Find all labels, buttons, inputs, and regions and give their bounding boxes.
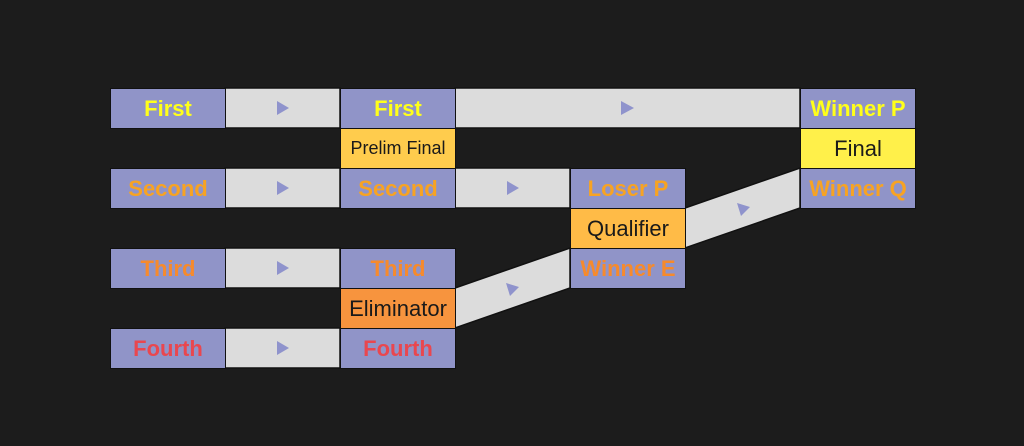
match-final: Final [800, 128, 916, 169]
elim-fourth: Fourth [340, 328, 456, 369]
prelim-second: Second [340, 168, 456, 209]
qual-loser-p: Loser P [570, 168, 686, 209]
match-qualifier: Qualifier [570, 208, 686, 249]
seed-first: First [110, 88, 226, 129]
match-eliminator: Eliminator [340, 288, 456, 329]
seed-third: Third [110, 248, 226, 289]
arrow-icon [277, 261, 289, 275]
arrow-icon [737, 203, 750, 216]
match-prelim-final: Prelim Final [340, 128, 456, 169]
final-winner-q: Winner Q [800, 168, 916, 209]
arrow-icon [507, 181, 519, 195]
prelim-first: First [340, 88, 456, 129]
seed-fourth: Fourth [110, 328, 226, 369]
arrow-icon [277, 341, 289, 355]
elim-third: Third [340, 248, 456, 289]
seed-second: Second [110, 168, 226, 209]
arrow-icon [621, 101, 634, 115]
qual-winner-e: Winner E [570, 248, 686, 289]
arrow-icon [506, 283, 519, 296]
final-winner-p: Winner P [800, 88, 916, 129]
arrow-icon [277, 181, 289, 195]
arrow-icon [277, 101, 289, 115]
